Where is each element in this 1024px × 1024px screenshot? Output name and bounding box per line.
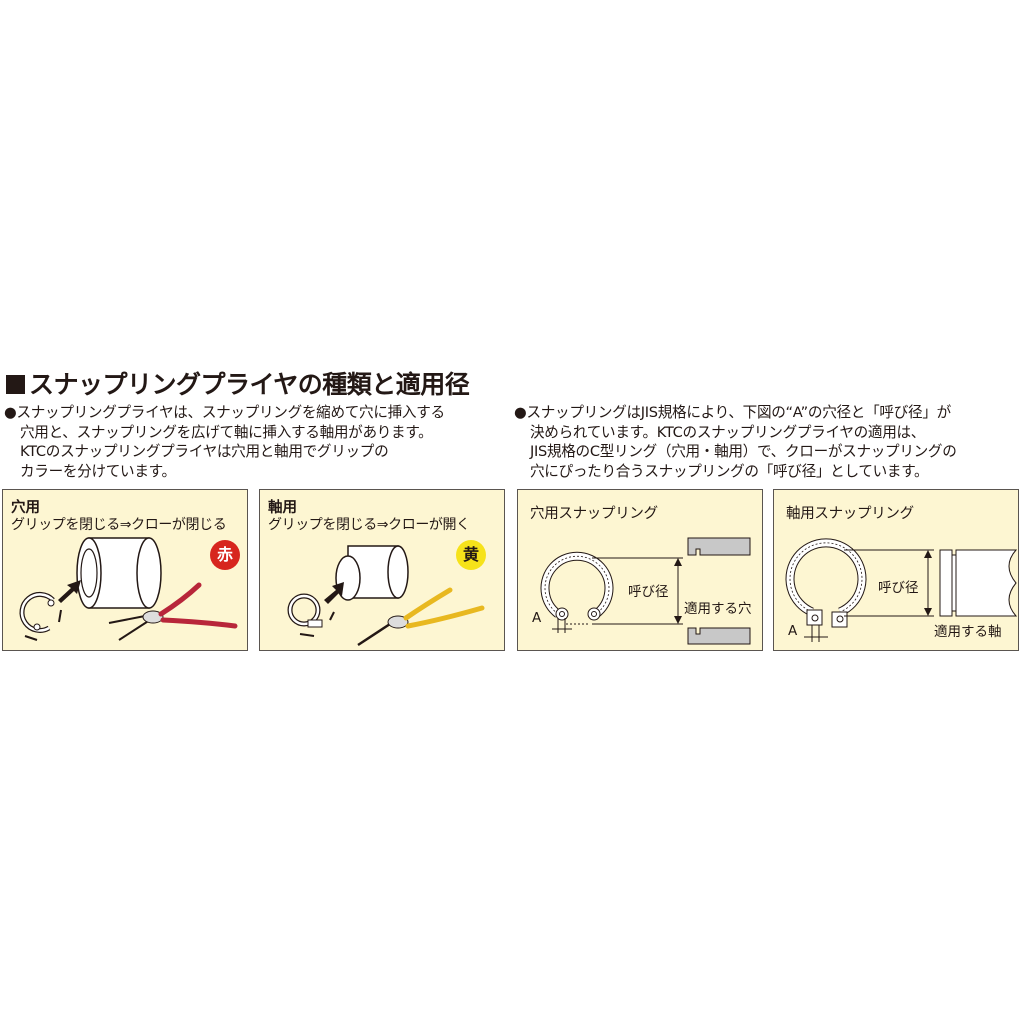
intro-left: ●スナップリングプライヤは、スナップリングを縮めて穴に挿入する 穴用と、スナップ… xyxy=(4,403,445,481)
panel-subtitle: グリップを閉じる⇒クローが開く xyxy=(268,517,470,533)
intro-left-line: スナップリングプライヤは、スナップリングを縮めて穴に挿入する xyxy=(16,404,445,421)
intro-left-line: KTCのスナップリングプライヤは穴用と軸用でグリップの xyxy=(20,443,389,460)
title-text: スナップリングプライヤの種類と適用径 xyxy=(29,370,470,399)
red-color-badge: 赤 xyxy=(210,540,240,570)
a-dimension-label: A xyxy=(532,610,542,626)
hole-pliers-illustration xyxy=(19,537,238,641)
panel-title: 穴用 xyxy=(11,500,40,516)
intro-right-line: 穴にぴったり合うスナップリングの「呼び径」としています。 xyxy=(530,462,929,480)
page-title: スナップリングプライヤの種類と適用径 xyxy=(6,370,470,400)
bullet-icon: ● xyxy=(4,404,17,421)
nominal-diameter-label: 呼び径 xyxy=(878,580,919,596)
panel-shaft-pliers: 軸用 グリップを閉じる⇒クローが開く 黄 xyxy=(259,489,505,651)
intro-left-line: カラーを分けています。 xyxy=(20,462,176,480)
intro-right-line: スナップリングはJIS規格により、下図の“A”の穴径と「呼び径」が xyxy=(526,404,951,421)
panel-subtitle: グリップを閉じる⇒クローが閉じる xyxy=(11,517,227,533)
intro-left-line: 穴用と、スナップリングを広げて軸に挿入する軸用があります。 xyxy=(20,423,433,441)
panel-title: 穴用スナップリング xyxy=(530,506,658,522)
yellow-color-badge: 黄 xyxy=(456,540,486,570)
panel-title: 軸用スナップリング xyxy=(786,506,914,522)
a-dimension-label: A xyxy=(788,623,798,639)
panel-hole-snap-ring: 穴用スナップリング 呼び径 適用する穴 A xyxy=(517,489,763,651)
intro-right-line: JIS規格のC型リング（穴用・軸用）で、クローがスナップリングの xyxy=(530,443,957,460)
panel-shaft-snap-ring: 軸用スナップリング 呼び径 適用する軸 A xyxy=(773,489,1019,651)
intro-right: ●スナップリングはJIS規格により、下図の“A”の穴径と「呼び径」が 決められて… xyxy=(514,403,957,481)
square-bullet-icon xyxy=(6,375,25,394)
hole-snap-ring-diagram xyxy=(540,537,751,645)
target-hole-label: 適用する穴 xyxy=(684,601,752,617)
shaft-snap-ring-diagram xyxy=(785,538,1018,642)
target-shaft-label: 適用する軸 xyxy=(934,624,1002,640)
panel-hole-pliers: 穴用 グリップを閉じる⇒クローが閉じる 赤 xyxy=(2,489,248,651)
nominal-diameter-label: 呼び径 xyxy=(628,584,669,600)
shaft-pliers-illustration xyxy=(287,545,485,647)
panel-title: 軸用 xyxy=(268,500,297,516)
bullet-icon: ● xyxy=(514,404,527,421)
intro-right-line: 決められています。KTCのスナップリングプライヤの適用は、 xyxy=(530,423,926,441)
